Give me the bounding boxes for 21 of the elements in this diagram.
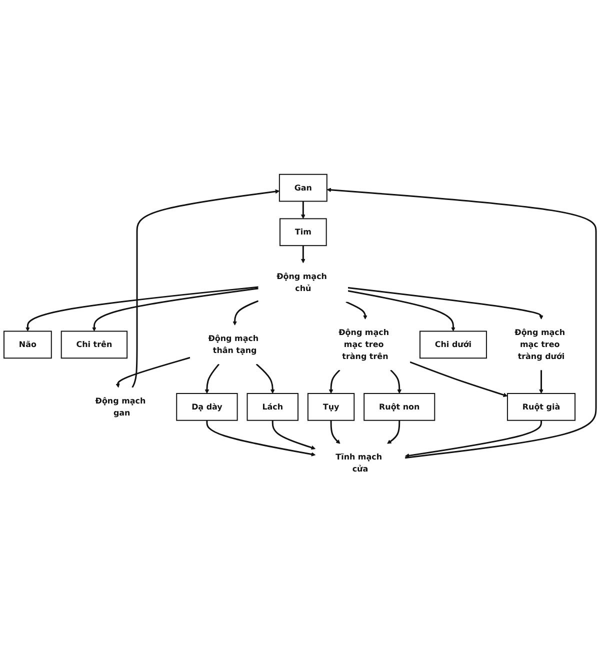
arrow [26, 286, 258, 332]
arrow [328, 370, 340, 394]
arrow [387, 420, 400, 444]
arrow [300, 201, 306, 219]
arrow [116, 356, 190, 388]
arrow [410, 361, 508, 398]
arrow [539, 370, 544, 394]
arrow [326, 188, 597, 459]
arrow [330, 420, 340, 444]
arrow [348, 290, 456, 332]
arrow [232, 300, 259, 326]
arrow [272, 420, 316, 450]
arrow [390, 370, 402, 394]
arrow [256, 364, 275, 394]
arrow [92, 288, 258, 332]
arrow [206, 420, 316, 456]
arrow [204, 364, 220, 394]
arrow [346, 301, 368, 320]
arrow [404, 420, 542, 458]
arrow [300, 246, 306, 264]
arrow [348, 287, 544, 320]
